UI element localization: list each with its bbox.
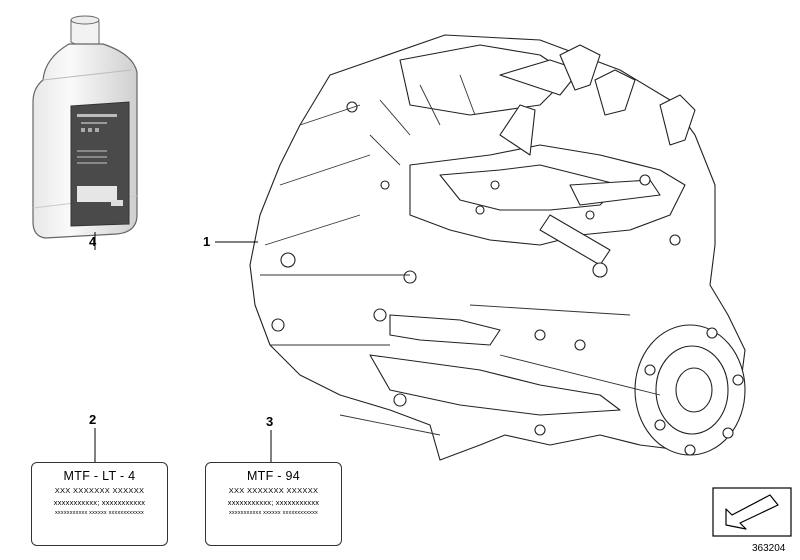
label-line-2: xxxxxxxxxxx; xxxxxxxxxxx	[53, 498, 146, 507]
manual-gearbox-icon	[249, 34, 746, 461]
callout-1: 1	[203, 234, 211, 249]
label-line-3: xxxxxxxxxxx xxxxxx xxxxxxxxxxxx	[54, 510, 144, 516]
label-card-lt4: MTF - LT - 4 XXX XXXXXXX XXXXXX xxxxxxxx…	[31, 462, 168, 546]
label-line-3: xxxxxxxxxxx xxxxxx xxxxxxxxxxxx	[228, 510, 318, 516]
callout-2: 2	[89, 412, 97, 427]
label-title: MTF - 94	[246, 469, 301, 483]
label-line-2: xxxxxxxxxxx; xxxxxxxxxxx	[227, 498, 320, 507]
label-line-1: XXX XXXXXXX XXXXXX	[228, 486, 319, 495]
oil-bottle-icon	[32, 15, 138, 239]
label-card-94: MTF - 94 XXX XXXXXXX XXXXXX xxxxxxxxxxx;…	[205, 462, 342, 546]
callout-3: 3	[266, 414, 274, 429]
callout-4: 4	[89, 234, 97, 249]
diagram-id: 363204	[752, 543, 786, 554]
label-line-1: XXX XXXXXXX XXXXXX	[54, 486, 145, 495]
label-title: MTF - LT - 4	[63, 469, 136, 483]
arrow-down-left-icon[interactable]	[712, 487, 792, 537]
